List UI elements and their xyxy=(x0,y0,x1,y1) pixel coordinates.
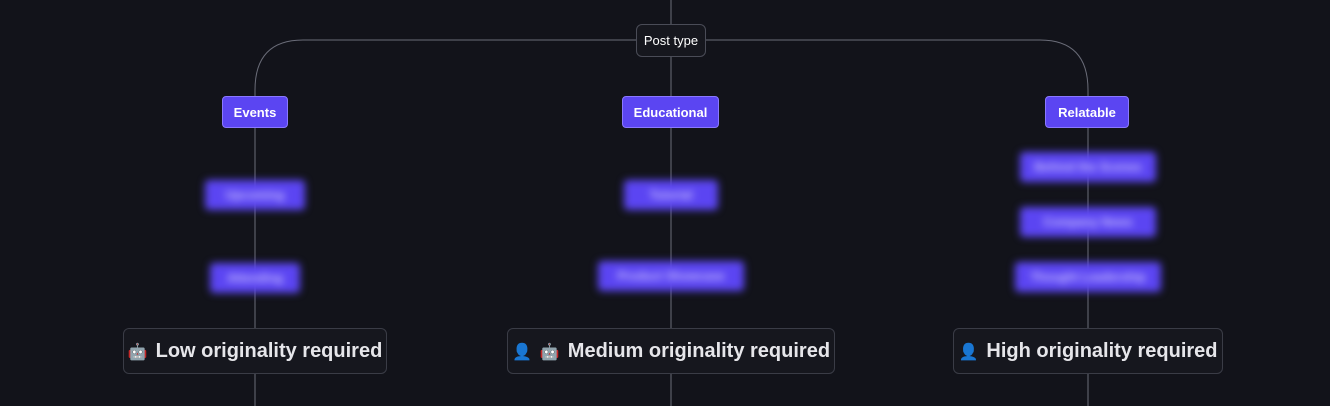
root-branch-line xyxy=(254,39,1089,96)
result-label: Low originality required xyxy=(155,339,383,362)
subitem-node-product-showcase: Product Showcase xyxy=(598,261,744,291)
category-node-educational: Educational xyxy=(622,96,719,128)
robot-icon: 🤖 xyxy=(539,341,560,361)
subitem-node-behind-the-scenes: Behind the Scenes xyxy=(1020,152,1156,182)
result-node-medium-originality: 👤 🤖 Medium originality required xyxy=(507,328,835,374)
subitem-node-thought-leadership: Thought Leadership xyxy=(1015,262,1161,292)
result-label: High originality required xyxy=(986,339,1218,362)
root-node-post-type: Post type xyxy=(636,24,706,57)
result-node-high-originality: 👤 High originality required xyxy=(953,328,1223,374)
category-node-events: Events xyxy=(222,96,288,128)
subitem-node-company-news: Company News xyxy=(1020,207,1156,237)
subitem-node-attending: Attending xyxy=(210,263,300,293)
person-icon: 👤 xyxy=(958,341,979,361)
subitem-node-tutorial: Tutorial xyxy=(624,180,718,210)
robot-icon: 🤖 xyxy=(127,341,148,361)
subitem-node-upcoming: Upcoming xyxy=(205,180,305,210)
person-icon: 👤 xyxy=(511,341,532,361)
result-node-low-originality: 🤖 Low originality required xyxy=(123,328,387,374)
category-node-relatable: Relatable xyxy=(1045,96,1129,128)
result-label: Medium originality required xyxy=(567,339,831,362)
